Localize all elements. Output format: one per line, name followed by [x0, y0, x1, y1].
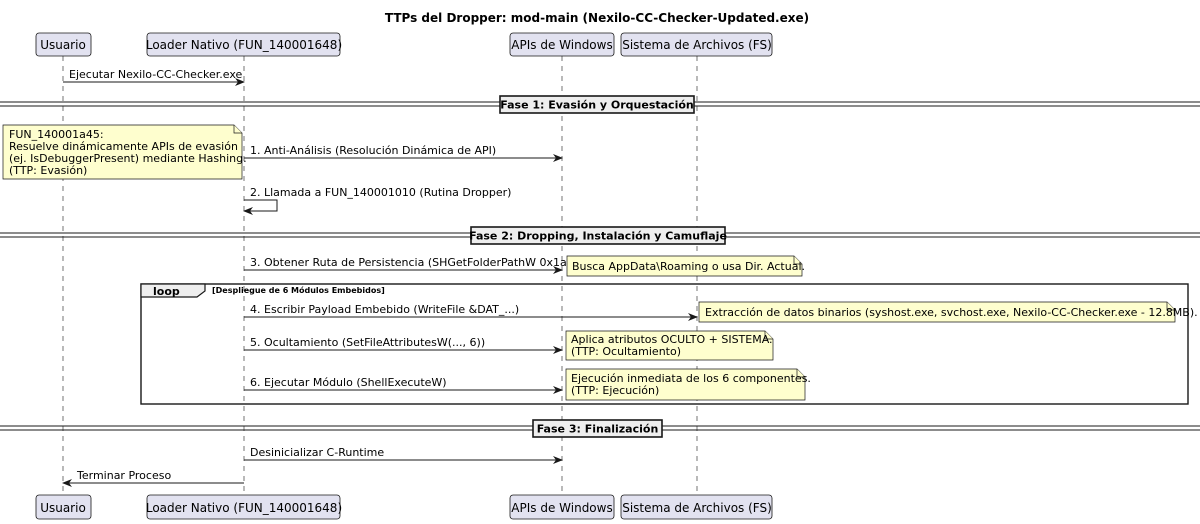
participant-label: Loader Nativo (FUN_140001648): [146, 38, 342, 52]
message-ocultamiento: 5. Ocultamiento (SetFileAttributesW(...,…: [244, 336, 563, 354]
note-line: Extracción de datos binarios (syshost.ex…: [705, 306, 1198, 319]
participant-usuario-top: Usuario: [35, 32, 92, 57]
phase-divider-2: Fase 2: Dropping, Instalación y Camuflaj…: [0, 226, 1200, 245]
note-line: Aplica atributos OCULTO + SISTEMA.: [571, 333, 773, 346]
message-label: Ejecutar Nexilo-CC-Checker.exe: [69, 68, 242, 81]
note-ejecucion: Ejecución inmediata de los 6 componentes…: [565, 368, 811, 401]
message-ejecutar: Ejecutar Nexilo-CC-Checker.exe: [63, 68, 245, 86]
participant-label: Loader Nativo (FUN_140001648): [146, 501, 342, 515]
message-desinicializar: Desinicializar C-Runtime: [244, 446, 563, 464]
participant-label: Usuario: [40, 501, 86, 515]
participant-fs-top: Sistema de Archivos (FS): [620, 32, 773, 57]
message-obtener-ruta: 3. Obtener Ruta de Persistencia (SHGetFo…: [244, 256, 571, 274]
message-label: 3. Obtener Ruta de Persistencia (SHGetFo…: [250, 256, 571, 269]
note-line: (TTP: Evasión): [9, 164, 87, 177]
participant-fs-bottom: Sistema de Archivos (FS): [620, 494, 773, 520]
message-anti-analisis: 1. Anti-Análisis (Resolución Dinámica de…: [244, 144, 563, 162]
note-line: (TTP: Ejecución): [571, 384, 659, 397]
message-label: Desinicializar C-Runtime: [250, 446, 384, 459]
loop-keyword: loop: [153, 285, 180, 298]
note-ocultamiento: Aplica atributos OCULTO + SISTEMA. (TTP:…: [565, 330, 774, 361]
participant-loader-top: Loader Nativo (FUN_140001648): [146, 32, 342, 57]
note-line: Ejecución inmediata de los 6 componentes…: [571, 372, 811, 385]
participant-label: APIs de Windows: [511, 501, 612, 515]
note-line: FUN_140001a45:: [9, 128, 104, 141]
loop-frame: loop [Despliegue de 6 Módulos Embebidos]: [140, 283, 1189, 405]
participant-label: Sistema de Archivos (FS): [622, 38, 772, 52]
message-arrow: [243, 199, 278, 215]
phase-divider-1: Fase 1: Evasión y Orquestación: [0, 95, 1200, 114]
message-terminar: Terminar Proceso: [62, 469, 244, 487]
loop-condition: [Despliegue de 6 Módulos Embebidos]: [212, 285, 385, 295]
note-line: Resuelve dinámicamente APIs de evasión: [9, 140, 238, 153]
message-label: 2. Llamada a FUN_140001010 (Rutina Dropp…: [250, 186, 511, 199]
participant-label: Usuario: [40, 38, 86, 52]
note-appdata: Busca AppData\Roaming o usa Dir. Actual.: [566, 255, 805, 277]
diagram-title: TTPs del Dropper: mod-main (Nexilo-CC-Ch…: [385, 11, 809, 25]
message-escribir-payload: 4. Escribir Payload Embebido (WriteFile …: [244, 303, 698, 321]
phase-label: Fase 3: Finalización: [537, 423, 659, 436]
note-evasion: FUN_140001a45: Resuelve dinámicamente AP…: [2, 124, 247, 180]
phase-label: Fase 2: Dropping, Instalación y Camuflaj…: [469, 230, 727, 243]
message-llamada-self: 2. Llamada a FUN_140001010 (Rutina Dropp…: [243, 186, 511, 215]
note-line: Busca AppData\Roaming o usa Dir. Actual.: [572, 260, 805, 273]
message-label: 4. Escribir Payload Embebido (WriteFile …: [250, 303, 519, 316]
phase-label: Fase 1: Evasión y Orquestación: [500, 99, 694, 112]
participant-label: APIs de Windows: [511, 38, 612, 52]
message-label: 5. Ocultamiento (SetFileAttributesW(...,…: [250, 336, 485, 349]
note-line: (ej. IsDebuggerPresent) mediante Hashing…: [9, 152, 247, 165]
participant-apis-top: APIs de Windows: [509, 32, 615, 57]
participant-usuario-bottom: Usuario: [35, 494, 92, 520]
message-label: Terminar Proceso: [76, 469, 171, 482]
note-line: (TTP: Ocultamiento): [571, 345, 681, 358]
participant-loader-bottom: Loader Nativo (FUN_140001648): [146, 494, 342, 520]
phase-divider-3: Fase 3: Finalización: [0, 419, 1200, 438]
message-ejecutar-modulo: 6. Ejecutar Módulo (ShellExecuteW): [244, 376, 563, 394]
message-label: 1. Anti-Análisis (Resolución Dinámica de…: [250, 144, 496, 157]
message-label: 6. Ejecutar Módulo (ShellExecuteW): [250, 376, 447, 389]
participant-label: Sistema de Archivos (FS): [622, 501, 772, 515]
participant-apis-bottom: APIs de Windows: [509, 494, 615, 520]
note-extraccion: Extracción de datos binarios (syshost.ex…: [698, 301, 1198, 323]
